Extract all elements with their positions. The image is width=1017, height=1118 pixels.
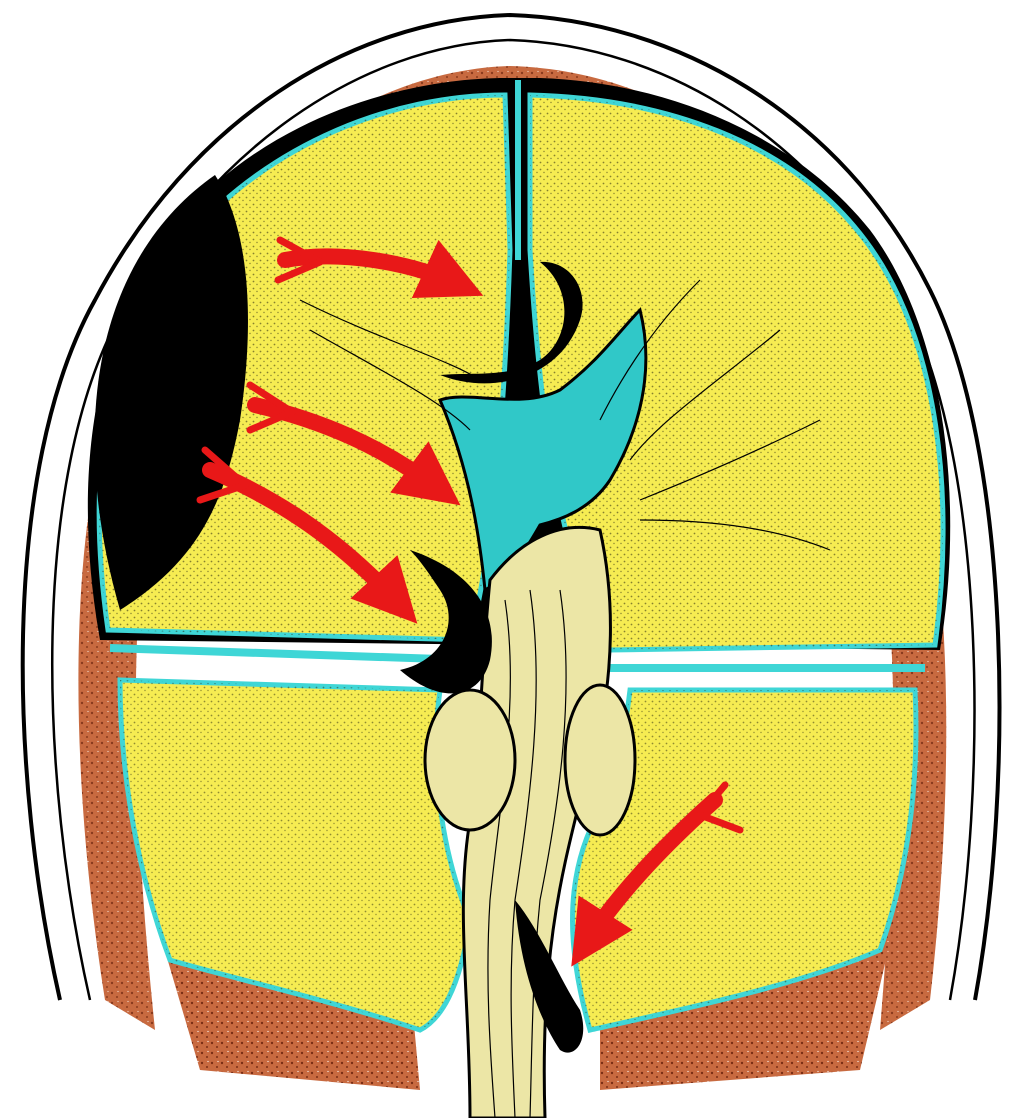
cerebellum-left xyxy=(120,680,470,1030)
